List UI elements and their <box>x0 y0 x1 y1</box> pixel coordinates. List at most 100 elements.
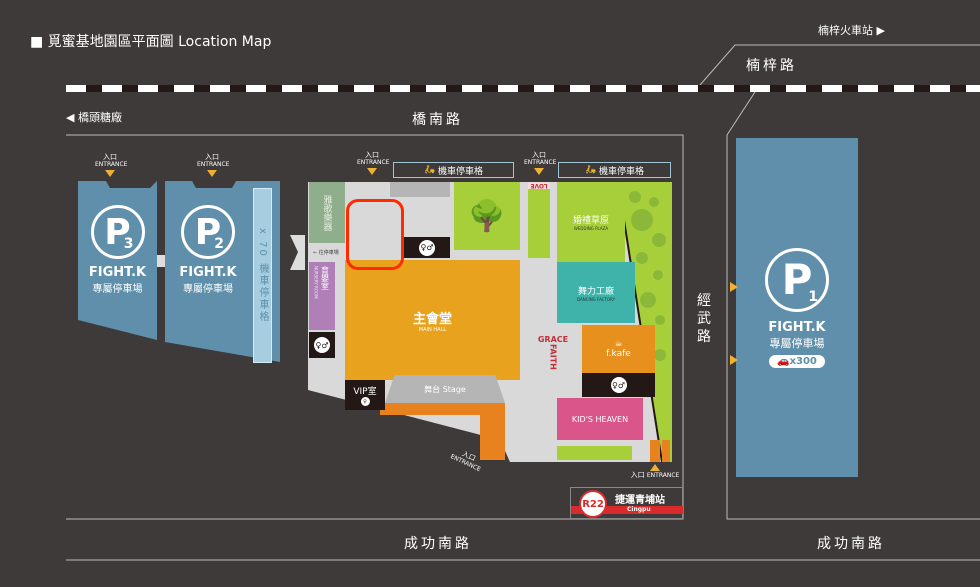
entrance-arrow-icon <box>367 168 377 175</box>
f-kafe[interactable]: ☕f.kafe <box>582 325 655 373</box>
restroom-2[interactable]: ♀♂ <box>309 332 335 358</box>
entrance-zh: 入口 <box>103 153 117 161</box>
coffee-icon: ☕ <box>614 339 623 349</box>
dancing-label: 舞力工廠 <box>577 286 614 297</box>
entrance-p1-arrow-icon <box>730 282 738 292</box>
nursery-room[interactable]: NURSERY ROOM 育嬰室 <box>309 262 335 330</box>
green-strip <box>618 182 672 462</box>
parking-label: 專屬停車場 <box>769 336 825 350</box>
moto-label: 機車停車格 <box>599 166 645 177</box>
parking-brand: FIGHT.K <box>768 319 826 335</box>
parking-number: 2 <box>214 236 224 252</box>
restroom-icon: ♀♂ <box>610 377 627 393</box>
map-title: ■ 覓蜜基地園區平面圖 Location Map <box>30 34 272 50</box>
parking-brand: FIGHT.K <box>179 265 237 280</box>
entrance-arrow-icon <box>650 464 660 471</box>
arrow-left-icon: ◀ <box>66 111 75 124</box>
music-shop[interactable]: 雅歌樂器 <box>309 182 345 243</box>
restroom-1[interactable]: ♀♂ <box>404 237 450 258</box>
parking-label: 專屬停車場 <box>92 284 143 295</box>
qiaotou-label: 橋頭糖廠 <box>77 111 122 124</box>
mrt-code: R22 <box>579 490 607 518</box>
gate <box>290 235 305 270</box>
jingwu-road: 經武路 <box>697 293 714 345</box>
parking-number: 3 <box>123 236 134 252</box>
main-hall-en: MAIN HALL <box>418 326 447 333</box>
tree-icon: 🌳 <box>468 198 506 234</box>
to-parking-label: ← 往停車場 <box>313 250 339 256</box>
entrance-zh: 入口 <box>532 151 546 159</box>
grace-label: GRACE <box>537 335 569 344</box>
parking-brand: FIGHT.K <box>88 265 147 280</box>
love-sign: LOVE <box>528 182 550 258</box>
parking-number: 1 <box>808 288 818 305</box>
entrance-south: 入口 ENTRANCE <box>630 463 680 480</box>
kafe-label: f.kafe <box>606 349 631 359</box>
qiaonan-road: 橋南路 <box>412 112 463 128</box>
kids-heaven[interactable]: KID'S HEAVEN <box>557 398 643 440</box>
chenggong-road-right: 成功南路 <box>817 536 885 552</box>
motorcycle-strip: x 70 機車停車格 <box>253 188 272 363</box>
dancing-en: DANCING FACTORY <box>576 296 616 302</box>
entrance-zh: 入口 <box>630 471 645 479</box>
restroom-icon: ♀♂ <box>419 239 435 256</box>
entrance-en: ENTRANCE <box>357 159 390 166</box>
scooter-icon: 🛵 <box>423 165 436 175</box>
train-station-link[interactable]: 楠梓火車站 ▶ <box>818 22 885 38</box>
nanzi-road: 楠梓路 <box>746 58 797 74</box>
mrt-en: Cingpu <box>627 506 651 513</box>
capacity-badge: 🚗x300 <box>769 354 825 368</box>
entrance-en: ENTRANCE <box>95 161 128 168</box>
car-icon: 🚗 <box>777 355 790 367</box>
motorcycle-parking-1: 🛵 機車停車格 <box>393 162 514 178</box>
main-hall-label: 主會堂 <box>412 311 452 327</box>
entrance-en: ENTRANCE <box>197 161 230 168</box>
restroom-icon: ♀♂ <box>314 337 330 353</box>
restroom-3[interactable]: ♀♂ <box>582 373 655 397</box>
entrance-zh: 入口 <box>205 153 219 161</box>
chenggong-road-left: 成功南路 <box>404 536 472 552</box>
train-station-label: 楠梓火車站 <box>818 24 873 37</box>
scooter-icon: 🛵 <box>584 165 597 175</box>
stage[interactable]: 舞台 Stage <box>385 375 505 403</box>
vip-label: VIP室 <box>353 387 377 397</box>
mrt-name: 捷運青埔站 <box>615 495 665 506</box>
gray-area <box>390 182 450 197</box>
parking-label: 專屬停車場 <box>183 284 233 295</box>
qiaotou-link[interactable]: ◀ 橋頭糖廠 <box>66 109 122 125</box>
vip-room[interactable]: VIP室♀ <box>345 380 385 410</box>
garden: 🌳 <box>454 182 520 250</box>
wedding-label: 婚禮草原 <box>572 216 609 226</box>
highlight-circle <box>346 199 404 270</box>
entrance-zh: 入口 <box>365 151 379 159</box>
nursery-label: 育嬰室 <box>320 266 330 290</box>
entrance-en: ENTRANCE <box>524 159 557 166</box>
nursery-en-label: NURSERY ROOM <box>313 266 319 299</box>
entrance-arrow-icon <box>105 170 115 177</box>
wedding-en: WEDDING PLAZA <box>573 226 609 231</box>
entrance-arrow-icon <box>534 168 544 175</box>
capacity-value: x300 <box>789 355 817 367</box>
faith-label: FAITH <box>548 344 558 370</box>
lawn <box>557 446 632 460</box>
entrance-arrow-icon <box>207 170 217 177</box>
railway <box>66 85 980 92</box>
moto-label: 機車停車格 <box>438 166 484 177</box>
arrow-right-icon: ▶ <box>876 24 885 37</box>
entrance-p1-arrow-icon <box>730 355 738 365</box>
mrt-station[interactable]: R22 捷運青埔站 Cingpu <box>570 487 683 519</box>
